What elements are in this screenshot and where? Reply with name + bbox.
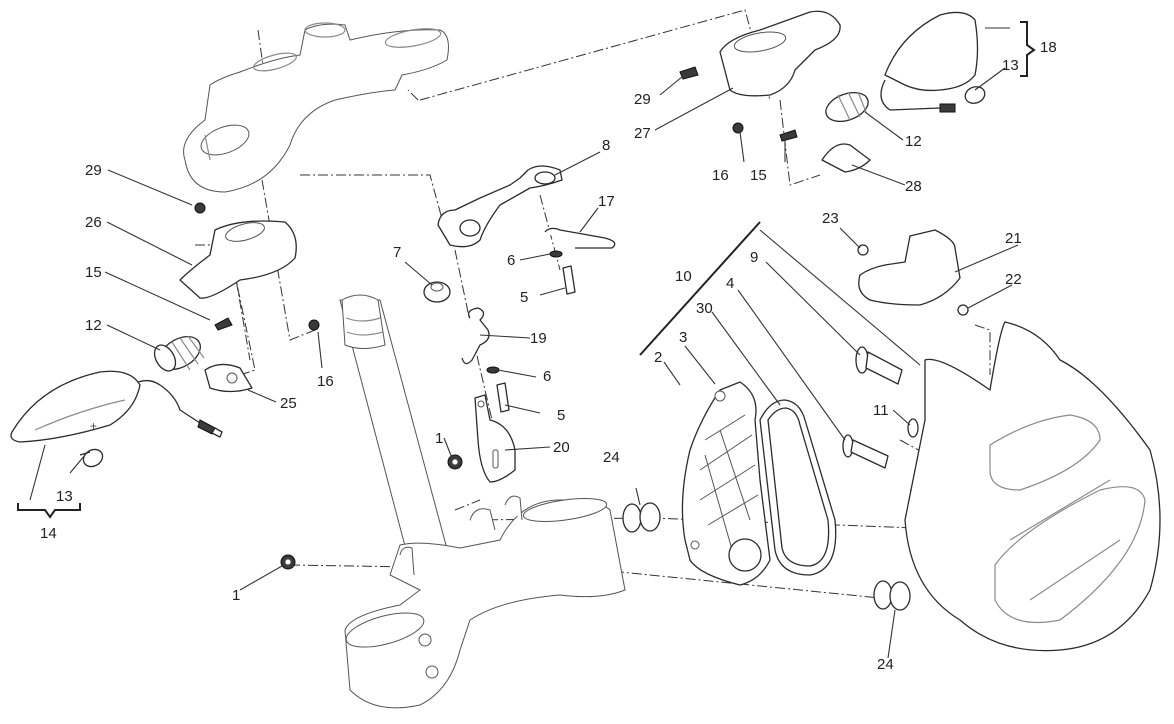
callout-30: 30 bbox=[696, 300, 713, 317]
callout-23: 23 bbox=[822, 210, 839, 227]
callout-24: 24 bbox=[877, 656, 894, 673]
group-bracket-18 bbox=[1020, 21, 1036, 77]
callout-6: 6 bbox=[507, 252, 515, 269]
mounting-plate bbox=[474, 394, 516, 483]
callout-15: 15 bbox=[85, 264, 102, 281]
callout-8: 8 bbox=[602, 137, 610, 154]
left-indicator-rubber-mount bbox=[153, 335, 205, 372]
axis-line bbox=[300, 174, 446, 231]
callout-12: 12 bbox=[905, 133, 922, 150]
headlight-support-bracket bbox=[437, 165, 563, 248]
axis-line bbox=[974, 324, 991, 375]
callout-5: 5 bbox=[557, 407, 565, 424]
lower-yoke bbox=[344, 495, 626, 709]
parking-bulb bbox=[907, 418, 919, 438]
right-indicator-rubber-mount bbox=[825, 91, 869, 122]
group-brackets bbox=[17, 21, 1036, 519]
callout-labels: 29 26 15 12 25 16 13 14 1 1 7 8 17 6 5 1… bbox=[40, 39, 1057, 673]
spring-clip bbox=[544, 227, 616, 249]
callout-13: 13 bbox=[1002, 57, 1019, 74]
headlight-body bbox=[904, 321, 1161, 652]
callout-26: 26 bbox=[85, 214, 102, 231]
right-indicator bbox=[880, 11, 986, 113]
wire-clip bbox=[461, 307, 490, 365]
steering-stem bbox=[339, 294, 451, 566]
leader-lines bbox=[29, 27, 1019, 659]
callout-25: 25 bbox=[280, 395, 297, 412]
headlight-bulb-main bbox=[855, 346, 903, 385]
left-indicator: + bbox=[10, 370, 223, 468]
headlight-bulb-secondary bbox=[842, 434, 889, 469]
axis-line bbox=[454, 249, 493, 421]
callout-1: 1 bbox=[435, 430, 443, 447]
callout-18: 18 bbox=[1040, 39, 1057, 56]
callout-21: 21 bbox=[1005, 230, 1022, 247]
callout-22: 22 bbox=[1005, 271, 1022, 288]
axis-line bbox=[407, 89, 419, 101]
callout-29: 29 bbox=[85, 162, 102, 179]
callout-6: 6 bbox=[543, 368, 551, 385]
axis-line bbox=[419, 9, 771, 101]
rubber-spacers bbox=[622, 502, 911, 611]
callout-20: 20 bbox=[553, 439, 570, 456]
group-bracket-14 bbox=[17, 503, 81, 519]
headlight-gasket bbox=[759, 399, 837, 576]
svg-text:+: + bbox=[90, 419, 97, 433]
callout-14: 14 bbox=[40, 525, 57, 542]
upper-yoke bbox=[183, 22, 449, 193]
callout-4: 4 bbox=[726, 275, 734, 292]
axis-line bbox=[779, 99, 821, 186]
callout-27: 27 bbox=[634, 125, 651, 142]
callout-12: 12 bbox=[85, 317, 102, 334]
left-bracket bbox=[204, 363, 253, 393]
callout-2: 2 bbox=[654, 349, 662, 366]
callout-7: 7 bbox=[393, 244, 401, 261]
callout-1: 1 bbox=[232, 587, 240, 604]
callout-24: 24 bbox=[603, 449, 620, 466]
callout-16: 16 bbox=[712, 167, 729, 184]
headlight-frame bbox=[681, 381, 771, 586]
headlight-upper-bracket bbox=[857, 229, 969, 316]
axis-line bbox=[454, 499, 481, 511]
callout-9: 9 bbox=[750, 249, 758, 266]
callout-10: 10 bbox=[675, 268, 692, 285]
axis-line bbox=[195, 244, 251, 361]
axis-line bbox=[233, 269, 256, 376]
callout-28: 28 bbox=[905, 178, 922, 195]
left-switch-cover bbox=[179, 220, 297, 299]
callout-19: 19 bbox=[530, 330, 547, 347]
small-fasteners-left bbox=[194, 202, 463, 570]
callout-29: 29 bbox=[634, 91, 651, 108]
rubber-grommet bbox=[423, 281, 451, 303]
callout-15: 15 bbox=[750, 167, 767, 184]
callout-17: 17 bbox=[598, 193, 615, 210]
callout-16: 16 bbox=[317, 373, 334, 390]
callout-13: 13 bbox=[56, 488, 73, 505]
callout-11: 11 bbox=[873, 402, 889, 419]
right-bracket bbox=[821, 143, 871, 173]
callout-5: 5 bbox=[520, 289, 528, 306]
group-bracket-10 bbox=[639, 221, 761, 356]
right-switch-cover bbox=[719, 10, 841, 97]
callout-3: 3 bbox=[679, 329, 687, 346]
